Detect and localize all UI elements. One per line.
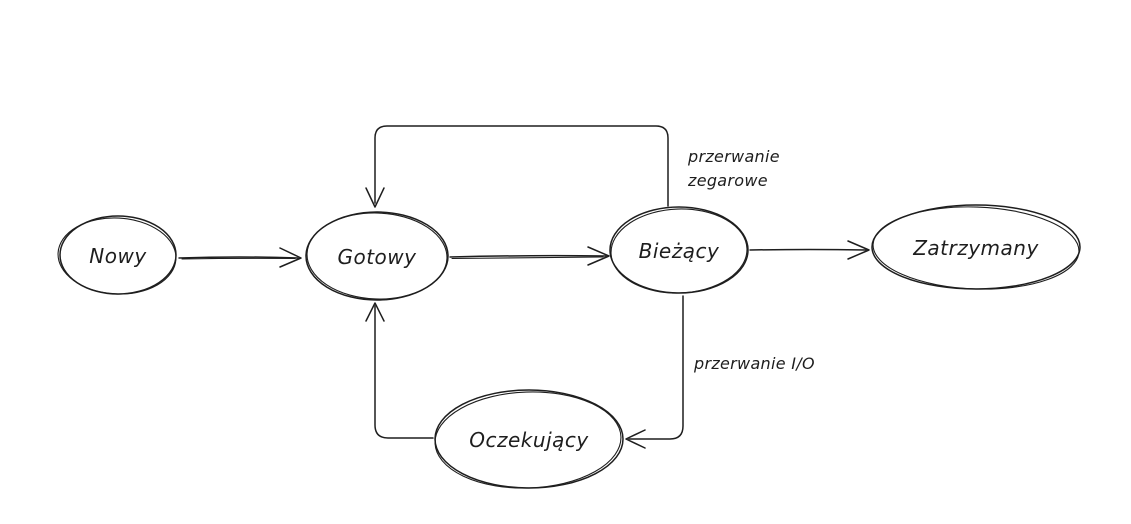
edge-label-line-2: zegarowe (687, 171, 768, 190)
node-ellipse-sketch-double (57, 217, 177, 295)
node-label: Nowy (89, 244, 147, 268)
node-ellipse-sketch-double (434, 391, 622, 489)
arrowhead-down-icon (365, 187, 385, 208)
edge-line (628, 295, 684, 440)
edge-line (749, 248, 867, 251)
edge-line (178, 256, 299, 259)
arrowhead-left-icon (625, 429, 646, 449)
node-label: Bieżący (639, 239, 720, 263)
edge-nowy-gotowy (178, 247, 302, 268)
edge-biezacy-oczekujacy: przerwanie I/O (625, 295, 815, 449)
state-node-zatrzymany: Zatrzymany (871, 204, 1081, 290)
edge-line-sketch-double (451, 256, 604, 260)
node-ellipse-sketch-double (306, 212, 448, 300)
node-label: Zatrzymany (912, 236, 1039, 260)
edge-label-przerwanie-zegarowe: przerwanie zegarowe (687, 147, 785, 190)
edge-label-line-1: przerwanie (687, 147, 780, 166)
edge-line (374, 305, 434, 439)
edge-line (374, 125, 669, 207)
arrowhead-right-icon (587, 246, 610, 266)
arrowhead-up-icon (365, 302, 385, 322)
edge-gotowy-biezacy (449, 246, 610, 266)
edge-oczekujacy-gotowy (365, 302, 434, 439)
arrowhead-right-icon (279, 247, 302, 268)
node-ellipse-sketch-double (872, 206, 1080, 290)
state-node-oczekujacy: Oczekujący (434, 389, 624, 489)
node-label: Oczekujący (469, 428, 589, 452)
state-node-nowy: Nowy (57, 215, 177, 295)
node-label: Gotowy (337, 245, 417, 269)
edge-line-sketch-double (181, 257, 296, 260)
edge-line (449, 254, 607, 258)
node-ellipse (305, 211, 449, 301)
arrowhead-right-icon (847, 240, 870, 260)
node-ellipse-sketch-double (610, 208, 748, 294)
edge-label-przerwanie-io: przerwanie I/O (693, 354, 815, 373)
state-node-biezacy: Bieżący (609, 206, 749, 294)
edge-biezacy-gotowy-loop: przerwanie zegarowe (365, 125, 785, 208)
state-node-gotowy: Gotowy (305, 211, 449, 301)
edge-biezacy-zatrzymany (749, 240, 870, 260)
